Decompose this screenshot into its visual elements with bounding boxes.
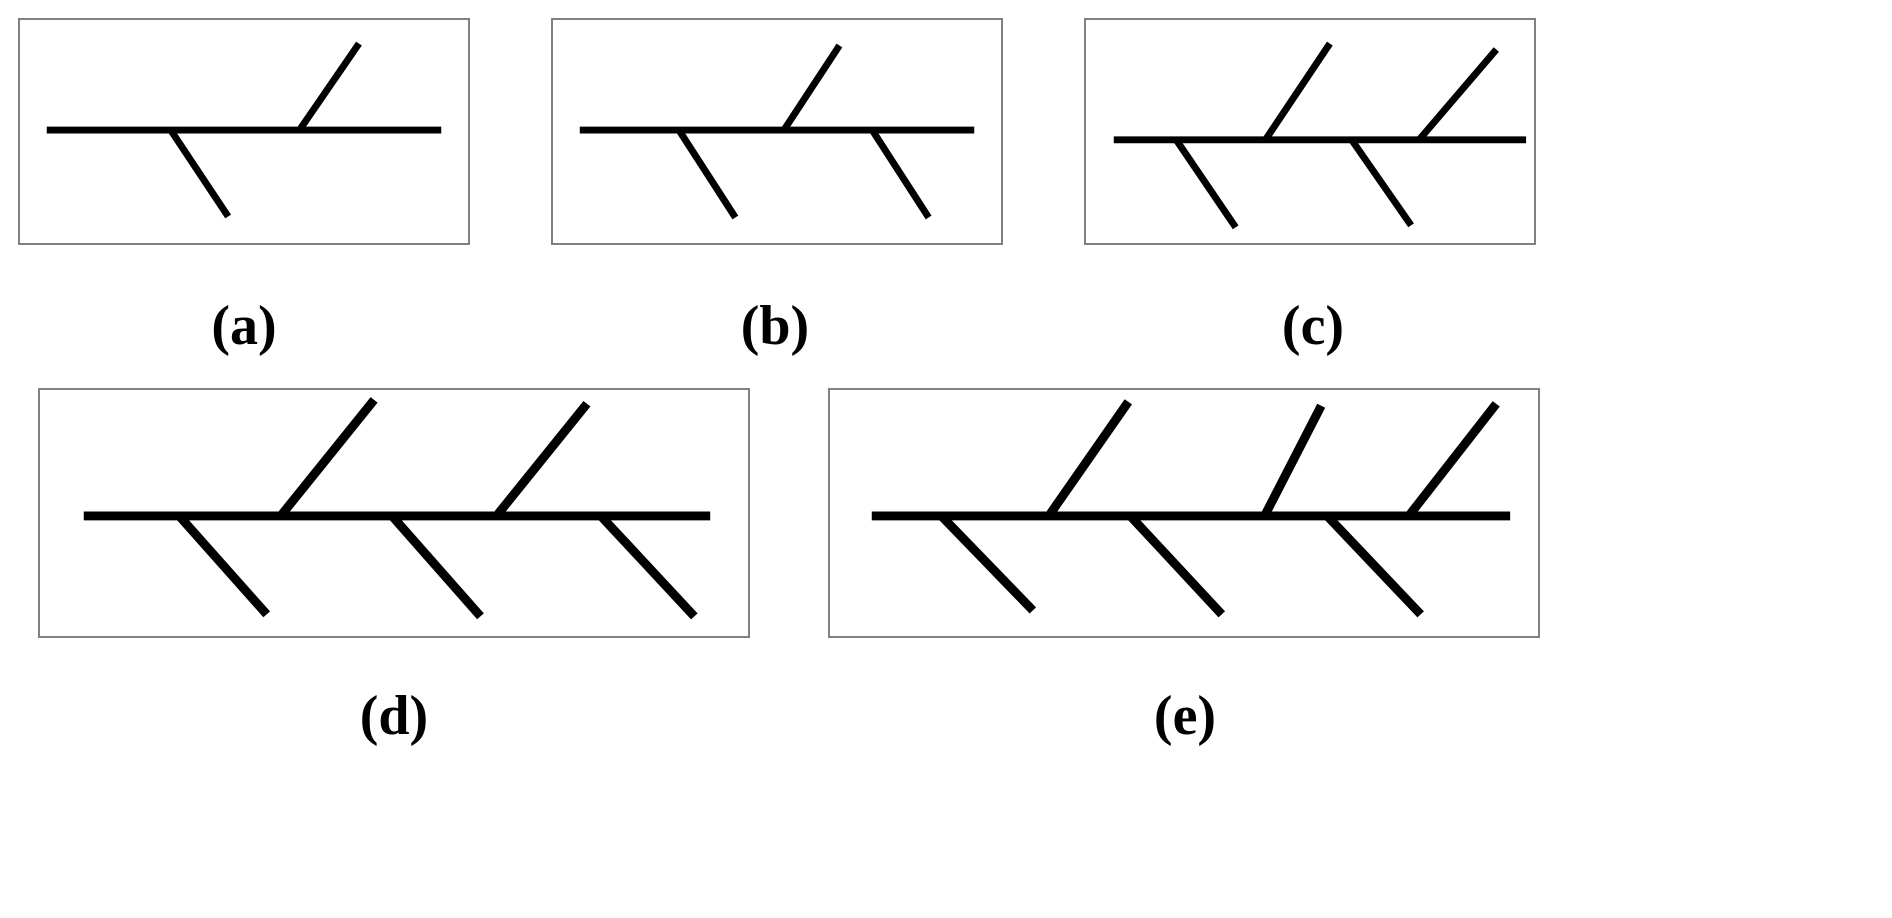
panel-e-up-bone-1	[1045, 399, 1132, 519]
panel-b-down-bone-2	[869, 128, 932, 220]
panel-c-up-bone-1	[1262, 41, 1333, 142]
panel-c-down-bone-1	[1173, 137, 1239, 230]
panel-c-diagram	[1113, 41, 1527, 230]
panel-c-down-bone-2	[1348, 137, 1414, 228]
panel-b-diagram	[579, 43, 975, 220]
panel-a-down-bone-1	[167, 128, 232, 219]
panel-d-up-bone-2	[492, 401, 591, 519]
panel-b-down-bone-1	[675, 128, 739, 220]
panel-e-up-bone-3	[1405, 401, 1500, 519]
panel-b-up-bone-1	[781, 43, 843, 132]
panel-e	[828, 388, 1540, 638]
panel-e-down-bone-1	[938, 512, 1037, 614]
panel-d-down-bone-2	[388, 513, 484, 620]
panel-d-up-bone-1	[277, 397, 378, 519]
caption-e: (e)	[1153, 685, 1217, 747]
panel-e-down-bone-2	[1127, 512, 1226, 618]
panel-b	[551, 18, 1003, 245]
panel-e-up-bone-2	[1260, 403, 1326, 518]
caption-c: (c)	[1281, 295, 1345, 357]
panel-d-diagram	[83, 397, 711, 620]
panel-a-up-bone-1	[296, 41, 362, 132]
panel-c-up-bone-2	[1416, 47, 1499, 143]
panel-d	[38, 388, 750, 638]
panel-e-diagram	[871, 399, 1511, 618]
caption-d: (d)	[359, 685, 429, 747]
caption-b: (b)	[740, 295, 810, 357]
panel-c	[1084, 18, 1536, 245]
panel-e-down-bone-3	[1323, 512, 1424, 618]
panel-a-diagram	[46, 41, 442, 219]
panel-d-down-bone-3	[597, 512, 698, 620]
panel-a	[18, 18, 470, 245]
panel-d-down-bone-1	[175, 513, 271, 618]
caption-a: (a)	[211, 295, 277, 357]
